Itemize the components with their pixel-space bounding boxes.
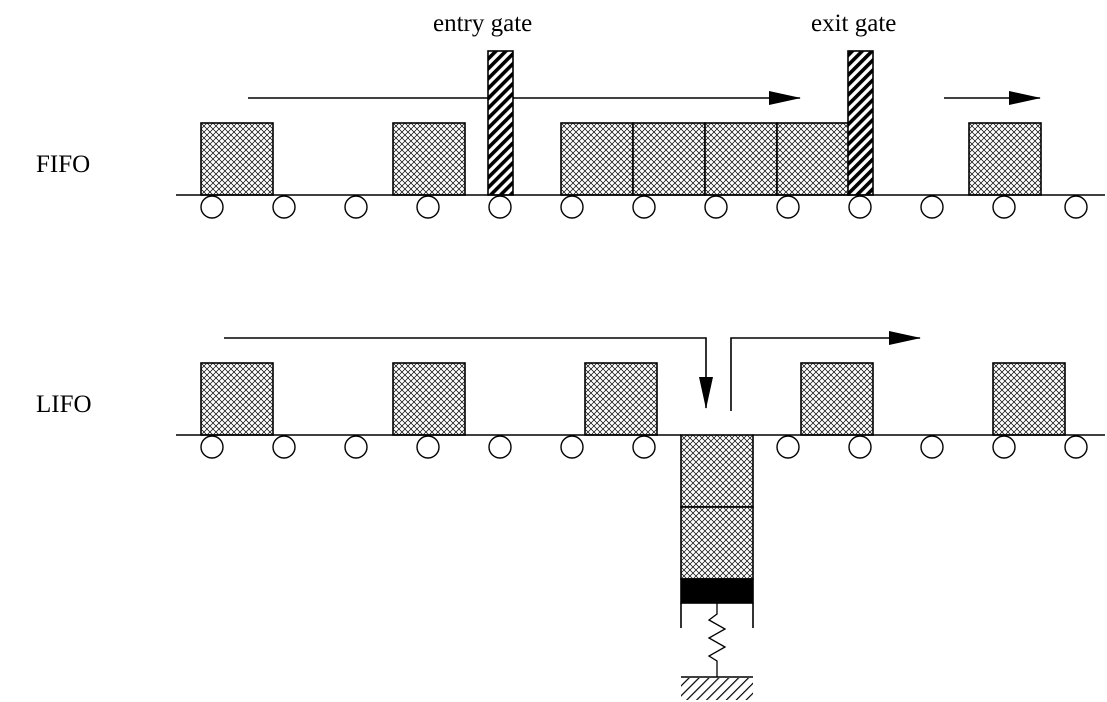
lifo-box [800,362,874,436]
stack-spring [707,603,727,677]
roller [488,195,512,219]
lifo-box [200,362,274,436]
fifo-diagram [176,50,1105,219]
roller [632,195,656,219]
stack-ground-hatch [681,678,753,700]
roller [1064,435,1088,459]
lifo-box [392,362,466,436]
fifo-box [968,122,1042,196]
roller [416,435,440,459]
exit-gate-label: exit gate [811,10,896,37]
roller [848,195,872,219]
roller [776,195,800,219]
roller [992,195,1016,219]
roller [416,195,440,219]
roller [920,435,944,459]
fifo-queued-box [704,122,778,196]
lifo-rollers [200,435,1088,459]
lifo-label: LIFO [36,391,92,418]
roller [200,195,224,219]
stack-platen [680,578,754,604]
roller [704,195,728,219]
lifo-diagram [176,331,1105,700]
roller [848,435,872,459]
roller [200,435,224,459]
roller [344,195,368,219]
lifo-exit-arrow [730,331,921,411]
roller [920,195,944,219]
lifo-entry-arrow [224,337,713,409]
stack-box [680,434,754,508]
roller [272,195,296,219]
fifo-queued-box [776,122,850,196]
roller [1064,195,1088,219]
fifo-label: FIFO [36,151,90,178]
roller [776,435,800,459]
roller [344,435,368,459]
fifo-queued-box [632,122,706,196]
fifo-box [200,122,274,196]
lifo-box [992,362,1066,436]
fifo-queued-box [560,122,634,196]
fifo-rollers [200,195,1088,219]
roller [992,435,1016,459]
exit-gate [847,50,874,196]
roller [272,435,296,459]
stack-box [680,506,754,580]
entry-gate-label: entry gate [433,10,532,37]
roller [560,435,584,459]
roller [488,435,512,459]
roller [560,195,584,219]
lifo-box [584,362,658,436]
entry-gate [487,50,514,196]
fifo-box [392,122,466,196]
roller [632,435,656,459]
